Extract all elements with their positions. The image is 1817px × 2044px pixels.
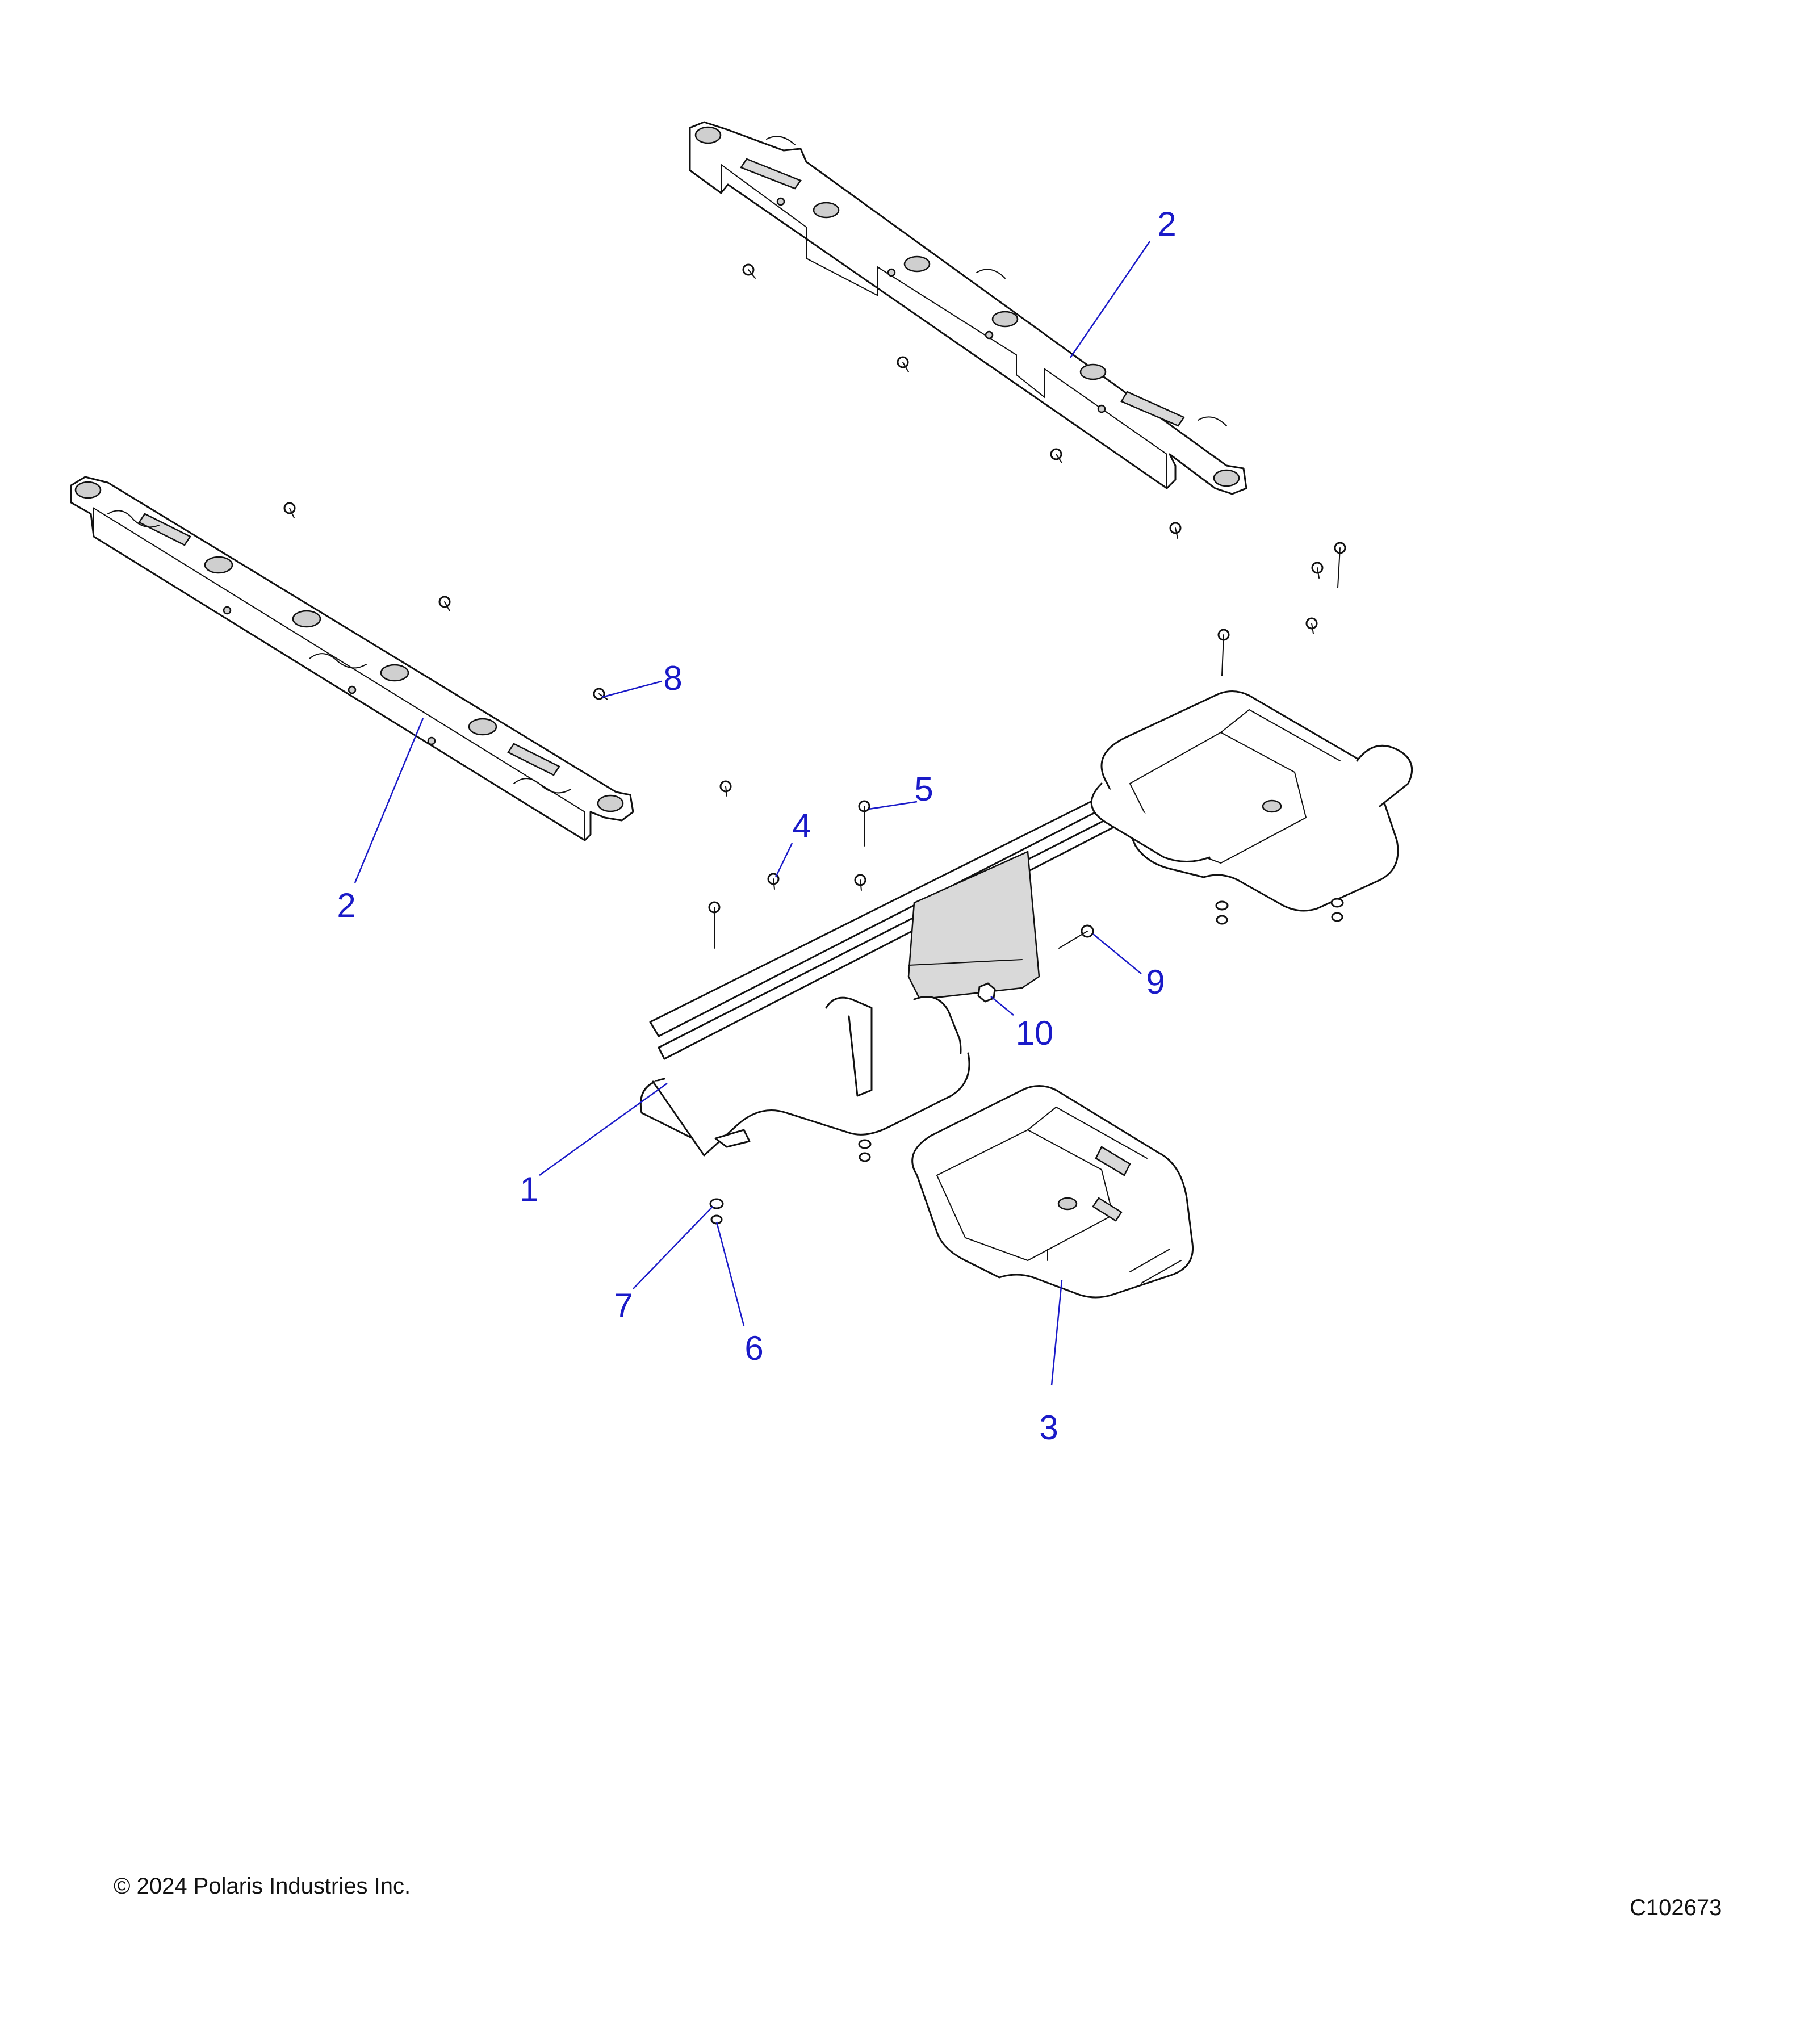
callout-2-left: 2 xyxy=(337,886,355,924)
bumper-frame xyxy=(639,782,1171,1157)
fasteners xyxy=(283,263,1346,1225)
callout-9: 9 xyxy=(1146,963,1165,1001)
callout-4: 4 xyxy=(792,807,811,845)
leader-2-left xyxy=(354,718,424,883)
figure-id: C102673 xyxy=(1630,1895,1722,1920)
callout-8: 8 xyxy=(663,659,682,697)
leader-10 xyxy=(990,996,1014,1016)
leader-lines xyxy=(354,241,1151,1386)
callout-7: 7 xyxy=(614,1287,633,1325)
screw-fastener xyxy=(1311,562,1324,579)
flange-nut xyxy=(858,1139,872,1162)
screw-fastener xyxy=(283,502,296,518)
flange-nut xyxy=(1215,900,1229,925)
leader-2-top xyxy=(1069,241,1151,358)
long-bolt xyxy=(858,800,870,847)
copyright-notice: © 2024 Polaris Industries Inc. xyxy=(114,1874,411,1899)
leader-7 xyxy=(633,1206,713,1289)
side-bolt xyxy=(1058,924,1094,949)
leader-6 xyxy=(715,1221,745,1326)
leader-3 xyxy=(1050,1280,1063,1386)
callout-labels: 2 2 8 5 4 9 10 1 7 6 3 xyxy=(337,205,1176,1447)
flange-nut xyxy=(1330,898,1344,922)
long-bolt xyxy=(1334,542,1346,588)
mounting-rail-upper xyxy=(689,121,1247,495)
screw-fastener xyxy=(854,874,866,891)
leader-8 xyxy=(601,680,662,698)
screw-fastener xyxy=(1050,448,1062,463)
leader-9 xyxy=(1092,933,1142,974)
callout-3: 3 xyxy=(1039,1409,1058,1447)
callout-2-top: 2 xyxy=(1157,205,1176,243)
callout-5: 5 xyxy=(914,770,933,808)
callout-10: 10 xyxy=(1016,1014,1054,1052)
hex-nut xyxy=(977,982,996,1003)
screw-fastener xyxy=(719,780,732,797)
long-bolt xyxy=(708,901,721,949)
leader-5 xyxy=(868,801,918,810)
screw-fastener xyxy=(742,263,756,279)
leader-1 xyxy=(539,1082,668,1176)
callout-6: 6 xyxy=(744,1329,763,1367)
screw-fastener xyxy=(1169,522,1182,539)
leader-4 xyxy=(774,843,793,878)
flange-nut xyxy=(709,1198,724,1225)
footrest-right xyxy=(1090,690,1413,912)
long-bolt xyxy=(1217,629,1230,676)
callout-1: 1 xyxy=(520,1170,538,1208)
screw-fastener xyxy=(897,356,909,372)
screw-fastener xyxy=(1305,617,1318,634)
footrest-lower xyxy=(911,1085,1194,1299)
screw-fastener xyxy=(593,688,608,700)
mounting-rail-left xyxy=(70,476,634,841)
screw-fastener xyxy=(438,596,451,611)
